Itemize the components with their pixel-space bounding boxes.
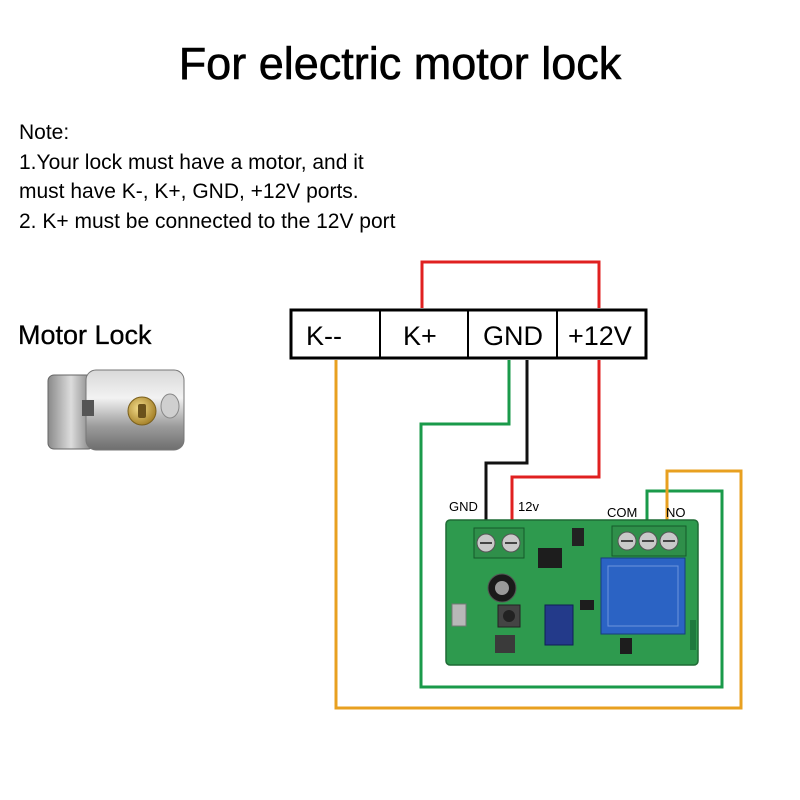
- terminal-gnd: GND: [483, 321, 543, 351]
- wire-green: [419, 360, 724, 689]
- note-line-2: must have K-, K+, GND, +12V ports.: [19, 180, 359, 203]
- wire-red-bridge: [420, 260, 601, 308]
- wire-orange: [334, 360, 743, 710]
- board-pin-12v: 12v: [518, 499, 539, 514]
- note-line-3: 2. K+ must be connected to the 12V port: [19, 209, 396, 233]
- wires: [334, 260, 743, 710]
- terminal-k-minus: K--: [306, 321, 342, 351]
- motor-lock-label: Motor Lock: [18, 320, 152, 350]
- note-line-1: 1.Your lock must have a motor, and it: [19, 150, 364, 174]
- terminal-12v: +12V: [568, 321, 632, 351]
- relay-board-icon: [445, 519, 699, 666]
- note-heading: Note:: [19, 121, 70, 144]
- board-pin-gnd: GND: [449, 499, 478, 514]
- motor-lock-icon: [47, 369, 185, 451]
- board-pin-com: COM: [607, 505, 637, 520]
- page-title: For electric motor lock: [178, 38, 622, 90]
- wire-red-12v: [510, 360, 601, 545]
- note-block: Note: 1.Your lock must have a motor, and…: [19, 118, 396, 236]
- terminal-block: K-- K+ GND +12V: [289, 308, 648, 360]
- wire-black-gnd: [484, 360, 529, 545]
- board-pin-no: NO: [666, 505, 686, 520]
- terminal-k-plus: K+: [403, 321, 437, 351]
